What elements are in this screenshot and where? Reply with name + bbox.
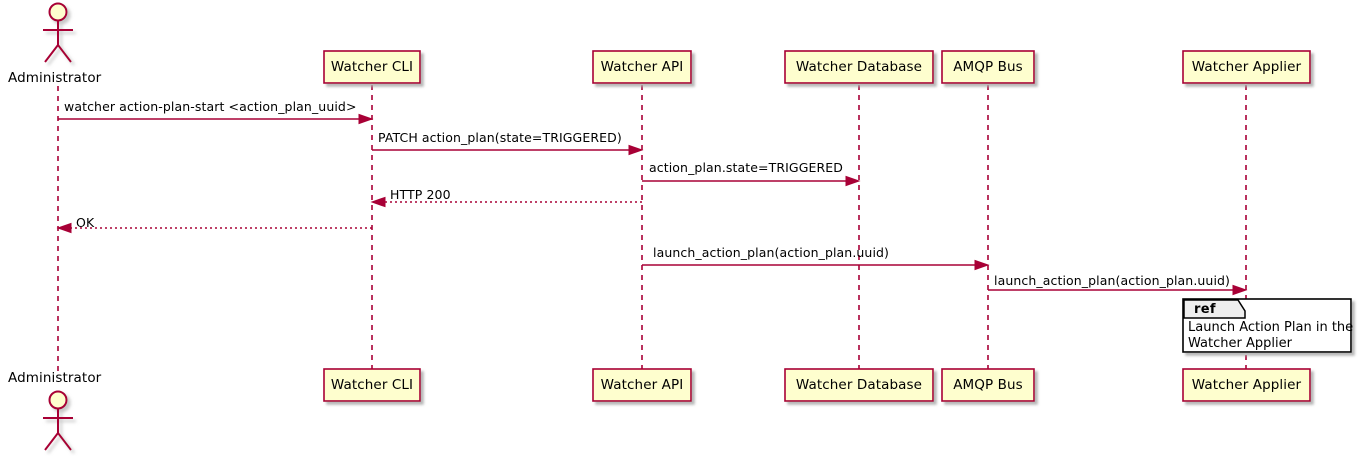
message-label-patch-action-plan: PATCH action_plan(state=TRIGGERED) [378,130,622,145]
message-arrow-ok [56,222,372,234]
participant-label-watcher-api-top: Watcher API [600,59,684,75]
participant-box-watcher-cli-bottom[interactable] [323,368,421,402]
participant-box-watcher-api-bottom[interactable] [592,368,692,402]
message-arrow-launch-action-plan-to-bus [642,259,990,271]
message-label-watcher-action-plan-start: watcher action-plan-start <action_plan_u… [64,99,357,114]
participant-box-watcher-api-top[interactable] [592,50,692,84]
ref-fragment-text-line-1: Launch Action Plan in the [1188,320,1354,335]
participant-label-watcher-cli-bottom: Watcher CLI [330,377,414,393]
message-arrow-http-200 [370,196,642,208]
participant-label-watcher-database-top: Watcher Database [795,59,923,75]
actor-administrator-top [43,2,73,63]
ref-fragment-tab [1183,299,1246,319]
message-label-launch-action-plan-to-bus: launch_action_plan(action_plan.uuid) [653,245,890,260]
participant-box-amqp-bus-top[interactable] [941,50,1035,84]
participant-box-watcher-applier-top[interactable] [1182,50,1311,84]
message-label-launch-action-plan-to-applier: launch_action_plan(action_plan.uuid) [994,273,1231,288]
participant-label-watcher-database-bottom: Watcher Database [795,377,923,393]
message-label-action-plan-state-triggered: action_plan.state=TRIGGERED [649,160,844,175]
participant-label-watcher-applier-top: Watcher Applier [1191,59,1302,75]
actor-label-administrator-bottom: Administrator [8,370,102,386]
ref-fragment-frame [1182,298,1352,353]
participant-boxes-bottom [323,368,1311,402]
participant-box-amqp-bus-bottom[interactable] [941,368,1035,402]
participant-label-watcher-cli-top: Watcher CLI [330,59,414,75]
ref-fragment-keyword: ref [1194,302,1216,317]
ref-fragment-text-line-2: Watcher Applier [1188,336,1292,351]
participant-label-amqp-bus-bottom: AMQP Bus [953,377,1023,393]
actor-label-administrator-top: Administrator [8,70,102,86]
actor-administrator-bottom [43,390,73,451]
message-arrow-patch-action-plan [372,144,644,156]
message-label-http-200: HTTP 200 [390,187,451,202]
participant-label-watcher-api-bottom: Watcher API [600,377,684,393]
message-arrow-watcher-action-plan-start [58,113,374,125]
participant-boxes-top [323,50,1311,84]
message-arrow-action-plan-state-triggered [642,175,861,187]
participant-box-watcher-database-top[interactable] [784,50,934,84]
participant-box-watcher-database-bottom[interactable] [784,368,934,402]
message-arrow-launch-action-plan-to-applier [988,284,1248,296]
participant-box-watcher-cli-top[interactable] [323,50,421,84]
message-arrows-group [56,113,1248,296]
participant-label-amqp-bus-top: AMQP Bus [953,59,1023,75]
participant-box-watcher-applier-bottom[interactable] [1182,368,1311,402]
participant-label-watcher-applier-bottom: Watcher Applier [1191,377,1302,393]
message-label-ok: OK [76,215,95,230]
